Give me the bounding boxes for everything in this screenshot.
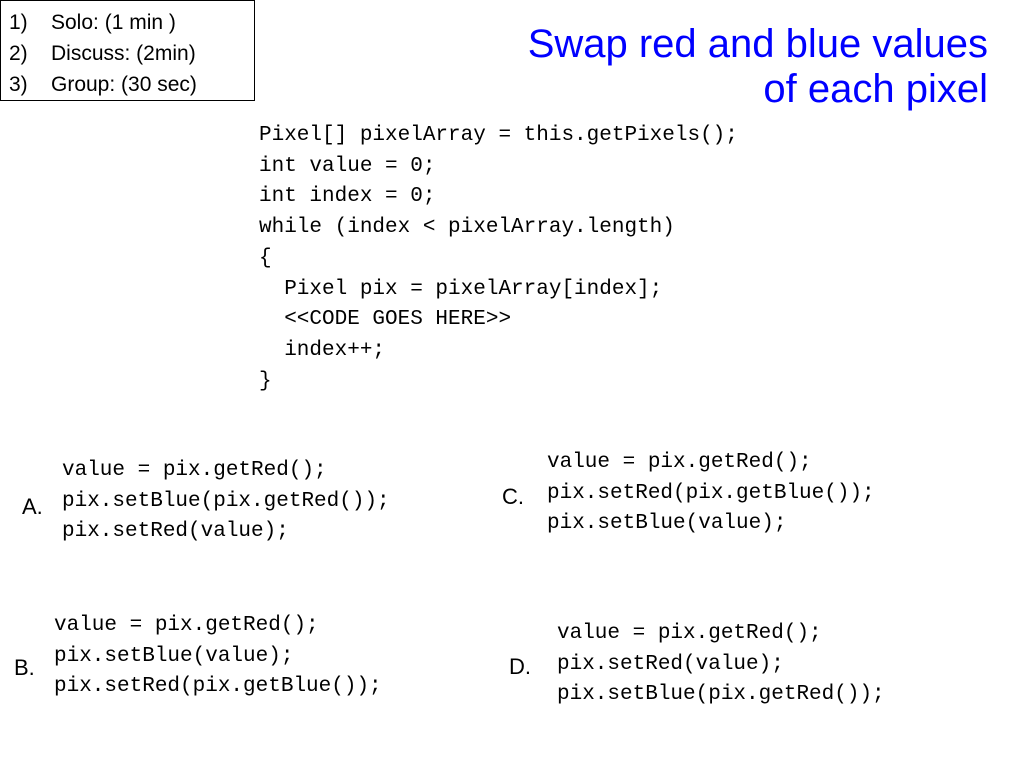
code-line: index++; xyxy=(259,338,386,362)
main-code-block: Pixel[] pixelArray = this.getPixels(); in… xyxy=(259,121,738,397)
code-line: pix.setRed(value); xyxy=(557,652,784,676)
code-line: pix.setRed(pix.getBlue()); xyxy=(547,481,875,505)
title-line-1: Swap red and blue values xyxy=(527,22,988,66)
code-line: int index = 0; xyxy=(259,185,436,209)
option-c-code: value = pix.getRed(); pix.setRed(pix.getB… xyxy=(547,448,875,540)
title-line-2: of each pixel xyxy=(763,67,988,111)
step-text: Solo: (1 min ) xyxy=(51,11,176,34)
step-item: 3) Group: (30 sec) xyxy=(9,73,197,97)
code-line: <<CODE GOES HERE>> xyxy=(259,308,512,332)
option-b-code: value = pix.getRed(); pix.setBlue(value);… xyxy=(54,611,382,703)
step-text: Discuss: (2min) xyxy=(51,42,196,65)
code-line: Pixel pix = pixelArray[index]; xyxy=(259,277,663,301)
code-line: value = pix.getRed(); xyxy=(62,459,327,482)
step-text: Group: (30 sec) xyxy=(51,73,197,96)
code-line: { xyxy=(259,246,272,270)
option-d-label: D. xyxy=(509,654,531,679)
step-number: 1) xyxy=(9,11,28,34)
code-line: pix.setBlue(value); xyxy=(54,644,294,668)
code-line: Pixel[] pixelArray = this.getPixels(); xyxy=(259,124,738,147)
option-a-code: value = pix.getRed(); pix.setBlue(pix.get… xyxy=(62,456,390,548)
option-b-label: B. xyxy=(14,655,35,680)
code-line: pix.setBlue(pix.getRed()); xyxy=(62,489,390,513)
code-line: while (index < pixelArray.length) xyxy=(259,216,675,240)
step-number: 2) xyxy=(9,42,28,65)
step-item: 1) Solo: (1 min ) xyxy=(9,11,176,35)
option-a-label: A. xyxy=(22,494,43,519)
code-line: value = pix.getRed(); xyxy=(54,614,319,637)
slide-title: Swap red and blue values of each pixel xyxy=(528,22,988,112)
code-line: pix.setBlue(pix.getRed()); xyxy=(557,683,885,707)
code-line: int value = 0; xyxy=(259,154,436,178)
code-line: pix.setBlue(value); xyxy=(547,512,787,536)
steps-box: 1) Solo: (1 min ) 2) Discuss: (2min) 3) Gro… xyxy=(0,0,255,101)
step-item: 2) Discuss: (2min) xyxy=(9,42,196,66)
code-line: value = pix.getRed(); xyxy=(547,451,812,474)
code-line: pix.setRed(value); xyxy=(62,520,289,544)
step-number: 3) xyxy=(9,73,28,96)
option-d-code: value = pix.getRed(); pix.setRed(value); p… xyxy=(557,619,885,711)
code-line: value = pix.getRed(); xyxy=(557,622,822,645)
code-line: pix.setRed(pix.getBlue()); xyxy=(54,675,382,699)
code-line: } xyxy=(259,369,272,393)
option-c-label: C. xyxy=(502,484,524,509)
